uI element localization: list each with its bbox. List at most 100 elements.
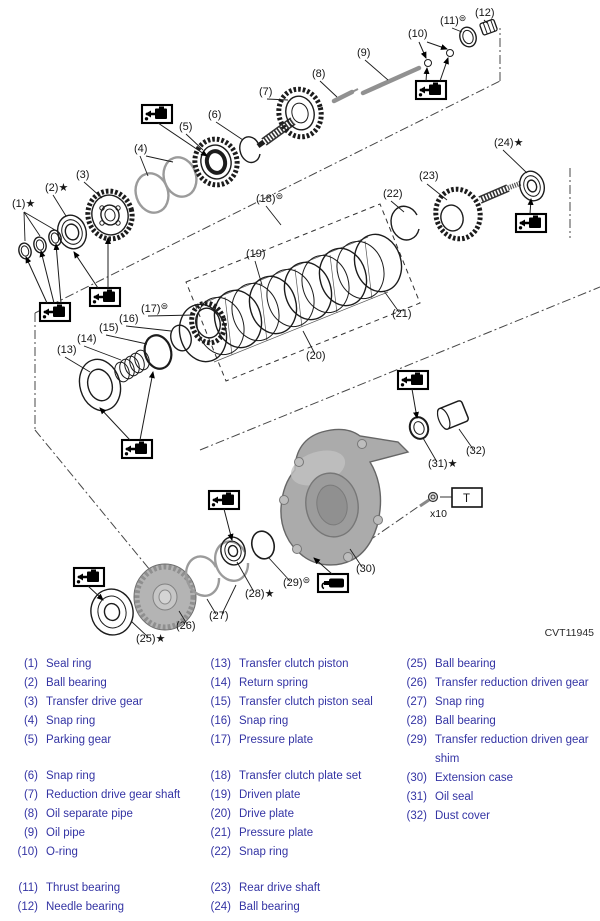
callout-(8): (8) [312, 68, 325, 80]
assembly-boundary-lines [34, 28, 600, 599]
star-icon: ★ [514, 137, 524, 149]
legend-item-label: O-ring [46, 846, 78, 858]
callout-(7): (7) [259, 86, 272, 98]
legend-item-label: Parking gear [46, 734, 112, 746]
callout-(24): (24)★ [494, 137, 524, 149]
select-part-icon: ⊜ [459, 13, 467, 23]
legend-item: (24)Ball bearing [201, 898, 395, 917]
callout-(20): (20) [306, 350, 326, 362]
part-16-snap-ring [170, 324, 192, 352]
lubricant-icon [120, 438, 154, 460]
callout-(16): (16) [119, 313, 139, 325]
callout-(3): (3) [76, 169, 89, 181]
legend-item: (29)Transfer reduction driven gear shim [397, 731, 600, 769]
legend-item-number: (22) [210, 846, 231, 858]
legend-item-label: Snap ring [46, 770, 96, 782]
part-10-o-rings [424, 49, 454, 67]
callout-(6): (6) [208, 109, 221, 121]
star-icon: ★ [58, 182, 68, 194]
callout-(17): (17)⊜ [141, 301, 168, 315]
legend-item: (8)Oil separate pipe [8, 805, 200, 824]
legend-item: (31)Oil seal [397, 788, 600, 807]
legend-item-label: Snap ring [46, 715, 96, 727]
legend-item-label: Transfer clutch piston seal [239, 696, 373, 708]
sealant-bottle-icon [316, 572, 350, 594]
legend-item: (25) Ball bearing [397, 655, 600, 674]
legend-item-number: (15) [210, 696, 231, 708]
callout-(13): (13) [57, 344, 77, 356]
legend-item: (26)Transfer reduction driven gear [397, 674, 600, 693]
star-icon: ★ [448, 458, 458, 470]
legend-item: (2) Ball bearing [8, 674, 200, 693]
legend-item-label: Transfer clutch plate set [239, 770, 362, 782]
legend-item-number: (28) [406, 715, 427, 727]
legend-item-label: Snap ring [239, 846, 289, 858]
legend-item: (18)Transfer clutch plate set [201, 767, 395, 786]
legend-item: (19)Driven plate [201, 786, 395, 805]
legend-item-label: Reduction drive gear shaft [46, 789, 181, 801]
part-30-extension-case [279, 428, 410, 566]
legend-item-label: Dust cover [435, 810, 490, 822]
legend-item-number: (17) [210, 734, 231, 746]
legend-item: (12)Needle bearing [8, 898, 200, 917]
part-31-oil-seal [408, 416, 430, 440]
callout-(18): (18)⊜ [256, 191, 283, 205]
lubricant-icon [514, 212, 548, 234]
part-32-dust-cover [436, 400, 470, 430]
legend-item-label: Extension case [435, 772, 513, 784]
legend-item: (3)Transfer drive gear [8, 693, 200, 712]
legend-item-number: (13) [210, 658, 231, 670]
callout-(4): (4) [134, 143, 147, 155]
legend-item-label: Oil pipe [46, 827, 85, 839]
legend-item-number: (14) [210, 677, 231, 689]
select-part-icon: ⊜ [276, 191, 284, 201]
legend-item-label: Oil seal [435, 791, 474, 803]
icon-arrows [25, 57, 534, 601]
legend-item-number: (32) [406, 810, 427, 822]
callout-(21): (21) [392, 308, 412, 320]
legend-item-number: (2) [23, 677, 38, 689]
legend-item-number: (21) [210, 827, 231, 839]
legend-item: (1)Seal ring [8, 655, 200, 674]
lubricant-icon [38, 301, 72, 323]
part-14-return-spring [114, 349, 150, 383]
legend-column-2: (13)Transfer clutch piston(14)Return spr… [201, 655, 395, 917]
legend-item-label: Pressure plate [239, 734, 314, 746]
legend-item: (32) Dust cover [397, 807, 600, 826]
legend-item: (27)Snap ring [397, 693, 600, 712]
callout-(25): (25)★ [136, 633, 166, 645]
callout-(32): (32) [466, 445, 486, 457]
legend-item-number: (9) [23, 827, 38, 839]
callout-(28): (28)★ [245, 588, 275, 600]
legend-item: (30)Extension case [397, 769, 600, 788]
legend-item: (28)Ball bearing [397, 712, 600, 731]
legend-item-number: (1) [23, 658, 38, 670]
legend-item-label: Ball bearing [46, 677, 107, 689]
part-8-oil-separate-pipe [331, 88, 359, 104]
lubricant-icon [88, 286, 122, 308]
legend-item-number: (25) [406, 658, 427, 670]
callout-(31): (31)★ [428, 458, 458, 470]
callout-(1): (1)★ [12, 198, 35, 210]
figure-code: CVT11945 [545, 627, 595, 639]
legend-item-label: Ball bearing [239, 901, 300, 913]
callout-(11): (11)⊜ [440, 13, 466, 27]
legend-item: (4)Snap ring [8, 712, 200, 731]
lubricant-icon [72, 566, 106, 588]
star-icon: ★ [25, 198, 35, 210]
callout-(22): (22) [383, 188, 403, 200]
legend-item-label: Ball bearing [435, 658, 496, 670]
legend-item-number: (20) [210, 808, 231, 820]
legend-item-label: Needle bearing [46, 901, 125, 913]
legend-item-label: Pressure plate [239, 827, 314, 839]
legend-column-1: (1)Seal ring (2) Ball bearing (3)Transfer d… [8, 655, 200, 917]
callout-(15): (15) [99, 322, 119, 334]
legend-item: (6)Snap ring [8, 767, 200, 786]
legend-item-number: (16) [210, 715, 231, 727]
callout-(10): (10) [408, 28, 428, 40]
star-icon: ★ [265, 588, 275, 600]
legend-item: (13)Transfer clutch piston [201, 655, 395, 674]
part-29-shim [250, 530, 276, 560]
legend-item: (16)Snap ring [201, 712, 395, 731]
legend-item-label: Transfer reduction driven gear [435, 677, 589, 689]
